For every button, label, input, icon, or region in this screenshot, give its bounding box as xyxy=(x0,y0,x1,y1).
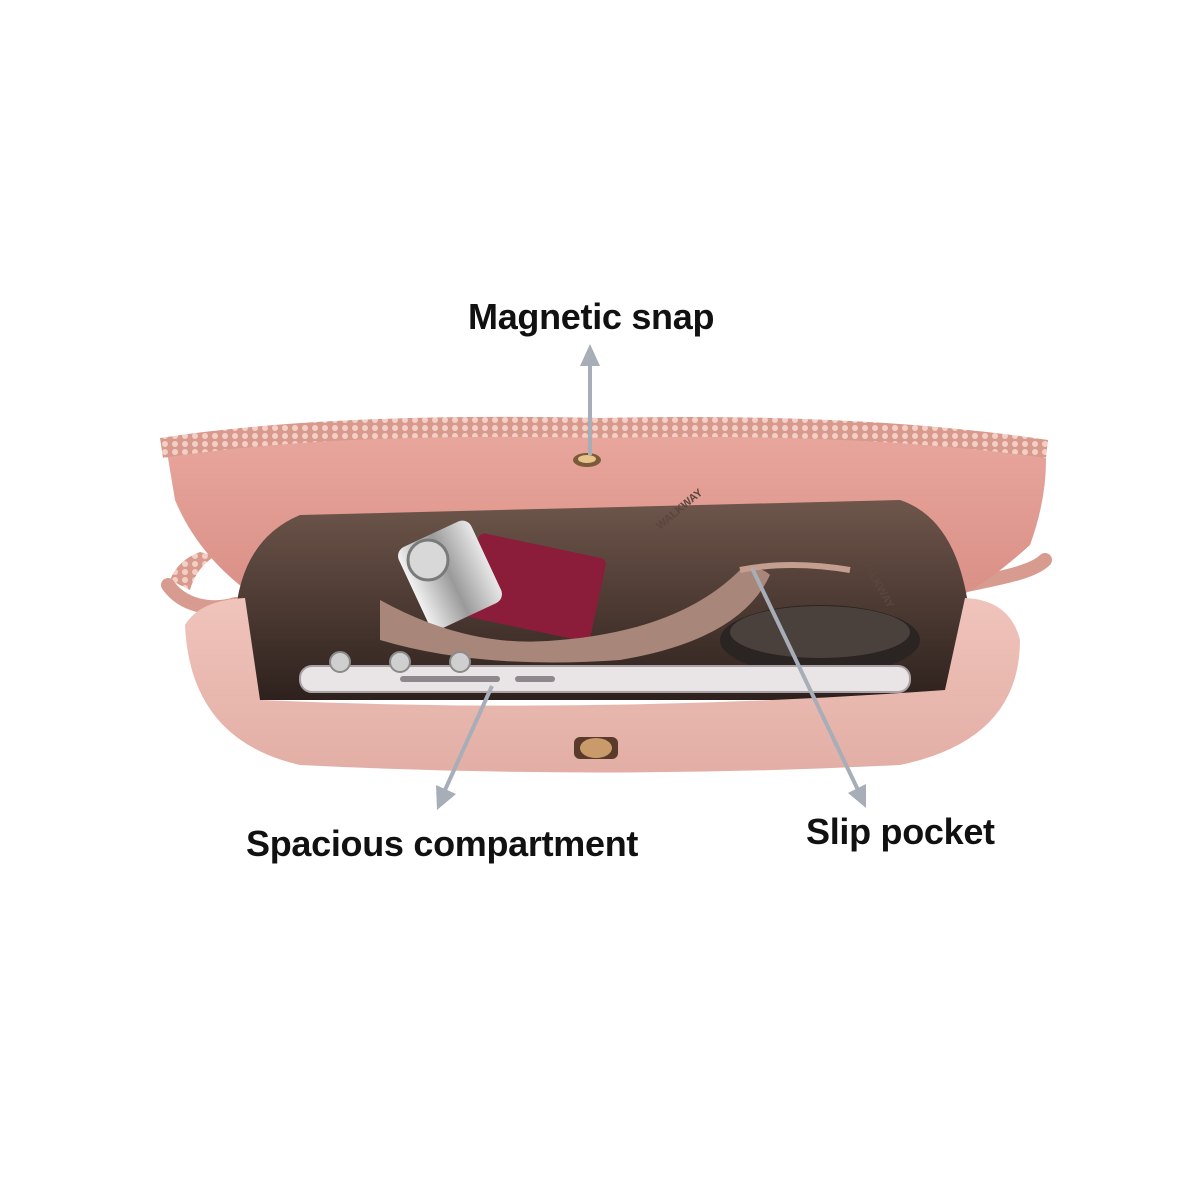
perfume-bottle xyxy=(398,520,606,642)
magnetic-snap-icon xyxy=(573,453,601,467)
phone xyxy=(299,651,911,693)
callout-arrows xyxy=(436,344,866,810)
bag-front xyxy=(185,598,1020,773)
slip-pocket-label: Slip pocket xyxy=(806,811,995,852)
compact-mirror xyxy=(720,605,920,675)
slip-pocket xyxy=(380,562,851,663)
magnetic-snap-arrow xyxy=(580,344,600,455)
slip-pocket-arrow xyxy=(750,567,866,808)
magnetic-snap-label: Magnetic snap xyxy=(468,296,715,337)
clasp-icon xyxy=(574,737,618,759)
spacious-compartment-label: Spacious compartment xyxy=(246,823,639,864)
spacious-compartment-arrow xyxy=(436,685,494,810)
